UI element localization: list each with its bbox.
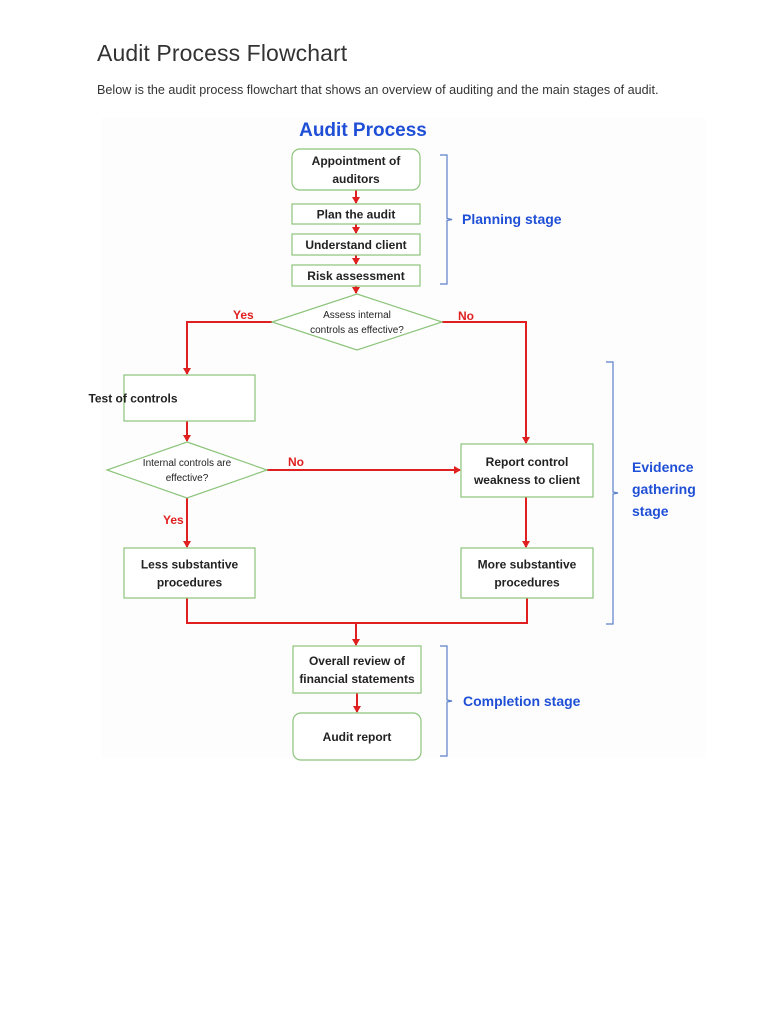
node-test: Test of controls (88, 374, 256, 422)
stage-label-planning: Planning stage (462, 211, 562, 227)
decision-label: Assess internal (323, 310, 391, 321)
decision-label: Internal controls are (143, 458, 232, 469)
decision-shape (270, 293, 444, 351)
page-title: Audit Process Flowchart (97, 40, 348, 66)
connector-less-more-merge (186, 598, 528, 624)
stage-label-line: gathering (632, 481, 696, 497)
stage-label-line: stage (632, 503, 669, 519)
node-label: Plan the audit (317, 208, 396, 222)
node-label: weakness to client (473, 473, 580, 487)
node-label: procedures (157, 576, 223, 590)
decision-effective: Internal controls are effective? (105, 441, 269, 499)
node-box (292, 645, 422, 694)
node-box (291, 148, 421, 191)
node-box (291, 233, 421, 256)
decision-assess: Assess internal controls as effective? (270, 293, 444, 351)
node-more: More substantive procedures (460, 547, 594, 599)
node-understand: Understand client (291, 233, 421, 256)
node-box (292, 712, 422, 761)
decision-label: controls as effective? (310, 325, 404, 336)
decision-label: effective? (166, 473, 209, 484)
node-label: procedures (494, 576, 560, 590)
node-box (123, 547, 256, 599)
intro-paragraph: Below is the audit process flowchart tha… (97, 83, 659, 97)
node-report-weakness: Report control weakness to client (460, 443, 594, 498)
node-label: Less substantive (141, 558, 239, 572)
arrow-assess-yes-to-test (183, 321, 272, 375)
node-label: Report control (486, 455, 569, 469)
stage-label-line: Completion stage (463, 693, 581, 709)
label-no-assess: No (458, 309, 474, 323)
node-label: Test of controls (88, 392, 177, 406)
node-label: Risk assessment (307, 269, 404, 283)
node-label: More substantive (478, 558, 577, 572)
decision-shape (105, 441, 269, 499)
node-box (291, 264, 421, 287)
node-label: financial statements (299, 672, 415, 686)
node-appointment: Appointment of auditors (291, 148, 421, 191)
flowchart-title: Audit Process (299, 120, 427, 141)
node-plan: Plan the audit (291, 203, 421, 225)
bracket-completion (440, 645, 453, 757)
label-yes-effective: Yes (163, 513, 184, 527)
node-less: Less substantive procedures (123, 547, 256, 599)
stage-label-completion: Completion stage (463, 693, 581, 709)
label-yes-assess: Yes (233, 308, 254, 322)
arrow-assess-no-to-report (442, 321, 530, 444)
node-overall: Overall review of financial statements (292, 645, 422, 694)
node-label: Understand client (305, 238, 406, 252)
node-label: Overall review of (309, 654, 406, 668)
node-label: auditors (332, 172, 380, 186)
node-box (123, 374, 256, 422)
stage-label-evidence: Evidence gathering stage (632, 459, 696, 519)
node-box (460, 547, 594, 599)
label-no-effective: No (288, 455, 304, 469)
bracket-planning (440, 154, 453, 285)
bracket-evidence (606, 361, 619, 625)
node-box (291, 203, 421, 225)
node-audit-report: Audit report (292, 712, 422, 761)
stage-label-line: Planning stage (462, 211, 562, 227)
node-box (460, 443, 594, 498)
node-label: Appointment of (312, 154, 402, 168)
stage-label-line: Evidence (632, 459, 694, 475)
node-risk: Risk assessment (291, 264, 421, 287)
node-label: Audit report (323, 730, 392, 744)
